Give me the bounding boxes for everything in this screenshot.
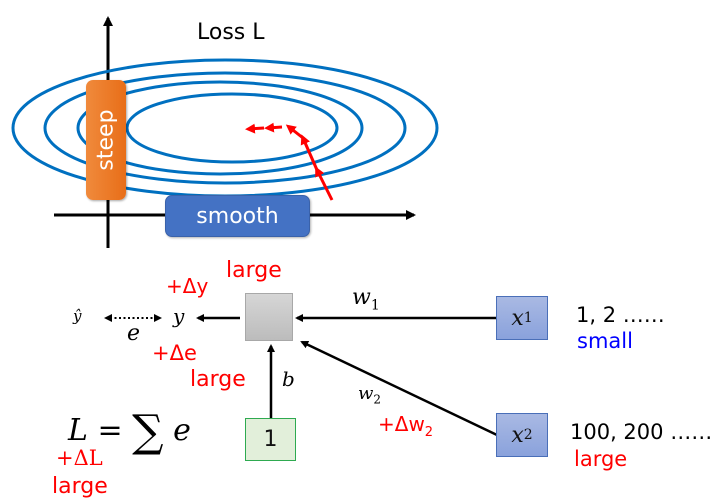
loss-title: Loss L (197, 20, 265, 45)
delta-y-label: +Δy (166, 274, 209, 298)
delta-y-note: large (226, 258, 282, 283)
error-label: e (127, 321, 141, 346)
contour-ring-3 (43, 71, 407, 185)
delta-L-label: +ΔL (56, 446, 103, 470)
contour-ring-1 (125, 92, 339, 164)
delta-e-note: large (190, 367, 246, 392)
sum-symbol: ∑ (132, 406, 164, 457)
neuron-node (245, 293, 293, 341)
w1-subscript: 1 (370, 297, 380, 314)
w1-symbol: w (352, 285, 371, 310)
error-arrow-left-head (104, 314, 112, 322)
x2-subscript: 2 (523, 427, 533, 443)
descent-trajectory (245, 122, 334, 201)
steep-label-box: steep (86, 80, 126, 200)
descent-step-4 (264, 122, 283, 133)
smooth-label: smooth (196, 203, 279, 229)
descent-step-5 (245, 123, 265, 134)
bias-input-value: 1 (263, 427, 278, 452)
descent-step-1 (315, 166, 334, 201)
loss-formula: L = ∑ e (68, 410, 191, 454)
x1-values: 1, 2 …… (576, 303, 665, 327)
delta-w2-label: +Δw2 (378, 414, 433, 439)
contour-ring-2 (76, 80, 364, 176)
y-label: y (173, 304, 185, 328)
edge-x2-to-neuron (300, 340, 498, 437)
steep-label: steep (93, 109, 119, 171)
x1-subscript: 1 (523, 310, 533, 326)
y-hat-label: ŷ (73, 307, 82, 325)
x2-label: x (511, 422, 524, 448)
w1-label: w1 (352, 285, 380, 314)
bias-input-node: 1 (245, 418, 296, 461)
descent-step-3 (285, 124, 304, 140)
w2-symbol: w (358, 383, 374, 404)
x1-label: x (511, 305, 524, 331)
bias-label: b (282, 367, 295, 391)
w2-subscript: 2 (373, 392, 382, 407)
smooth-label-box: smooth (165, 195, 310, 237)
delta-e-label: +Δe (152, 341, 197, 365)
loss-contours (11, 58, 439, 198)
delta-w2-symbol: +Δw (378, 412, 425, 436)
loss-formula-lhs: L = (68, 413, 123, 448)
x1-note: small (577, 329, 633, 353)
x2-note: large (574, 447, 628, 471)
delta-w2-subscript: 2 (424, 425, 434, 440)
loss-formula-rhs: e (173, 413, 191, 448)
w2-label: w2 (358, 385, 381, 406)
x2-values: 100, 200 …… (570, 420, 713, 444)
descent-step-2 (300, 134, 319, 171)
delta-L-note: large (52, 474, 108, 499)
